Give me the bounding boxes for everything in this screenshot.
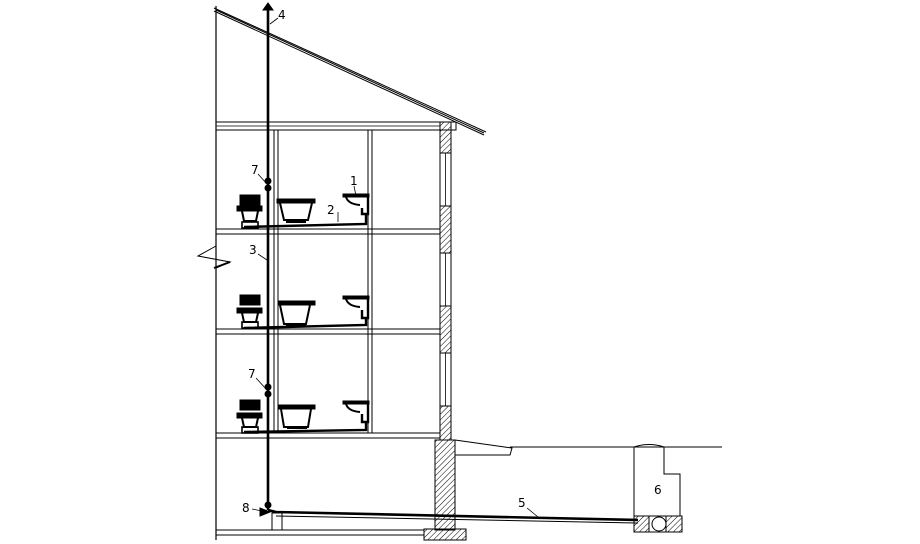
sink-icon: [342, 193, 370, 216]
branch-pipe: [243, 422, 368, 434]
toilet-icon: [236, 194, 263, 229]
callouts: 1 2 3 4 5 6 7 7 8: [242, 8, 662, 515]
leader-lines: [251, 17, 539, 518]
label-outlet-pipe: 5: [518, 496, 526, 510]
blind-area: [454, 439, 513, 456]
floor-slab-2: [215, 328, 441, 335]
branch-pipe: [243, 214, 368, 229]
floor-1-fixtures: [236, 193, 370, 229]
toilet-icon: [236, 399, 263, 434]
toilet-icon: [236, 294, 263, 329]
sink-icon: [342, 295, 370, 320]
inspection-arrow-icon: [259, 507, 272, 517]
bathtub-icon: [277, 404, 316, 429]
label-branch-pipe: 2: [327, 203, 335, 217]
branch-pipe: [243, 318, 368, 330]
manhole-body: [633, 447, 681, 517]
label-inspection: 8: [242, 501, 250, 515]
manhole-pipe: [651, 516, 667, 532]
vent-cap-icon: [262, 2, 274, 11]
roof: [213, 7, 487, 133]
bathtub-icon: [277, 300, 316, 326]
label-riser: 3: [249, 243, 257, 257]
cleanout-icon: [264, 383, 272, 391]
ground-and-manhole: [454, 439, 722, 533]
floor-2-fixtures: [236, 294, 370, 330]
sink-icon: [342, 400, 370, 424]
floor-slab-1: [215, 228, 441, 235]
bathtub-icon: [276, 198, 316, 223]
cleanout-icon: [264, 177, 272, 185]
label-cleanout-upper: 7: [251, 163, 259, 177]
outlet-pipe: [267, 508, 639, 522]
label-manhole: 6: [654, 483, 662, 497]
external-wall: [423, 121, 467, 541]
label-vent-pipe: 4: [278, 8, 286, 22]
label-sink: 1: [350, 174, 358, 188]
drainage-riser: [259, 2, 639, 531]
label-cleanout-lower: 7: [248, 367, 256, 381]
floor-3-fixtures: [236, 399, 370, 434]
